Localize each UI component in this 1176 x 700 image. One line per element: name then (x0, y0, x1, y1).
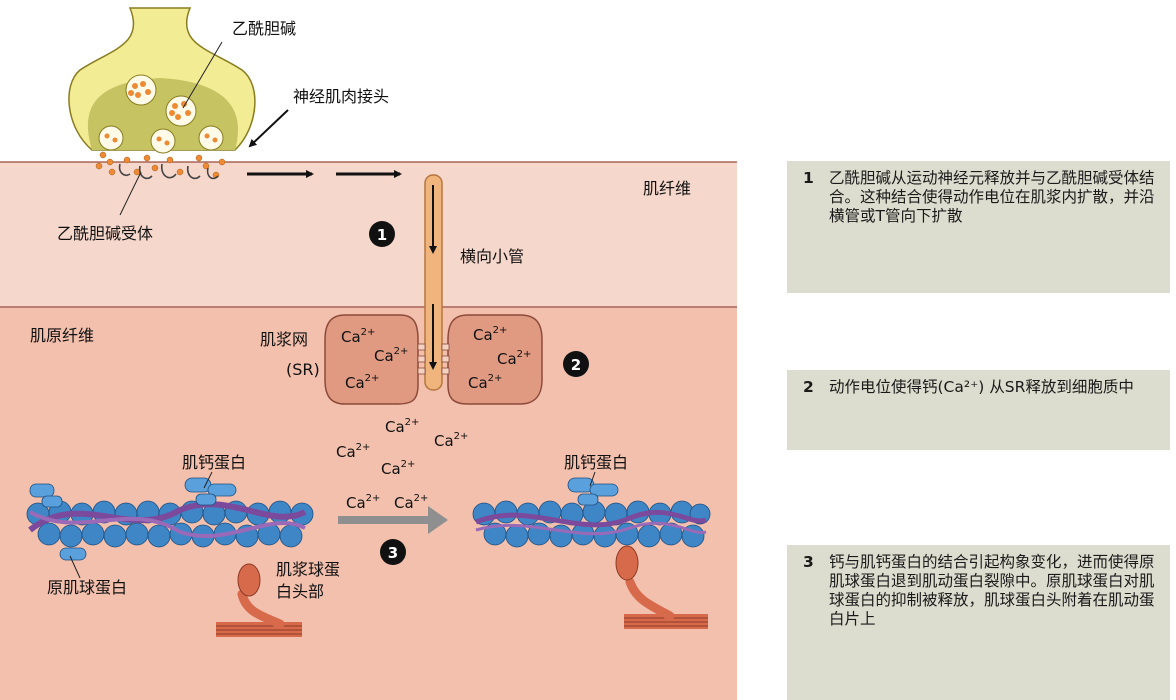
calcium-charge: 2+ (365, 373, 380, 384)
nerve-terminal (68, 7, 256, 154)
label-sr-name: 肌浆网 (260, 330, 308, 349)
troponin-right-leader-line (589, 471, 596, 487)
step-1-box: 1 乙酰胆碱从运动神经元释放并与乙酰胆碱受体结合。这种结合使得动作电位在肌浆内扩… (787, 161, 1170, 293)
step-2-number: 2 (803, 378, 814, 396)
calcium-charge: 2+ (361, 327, 376, 338)
thin-filament-left (26, 477, 314, 561)
step-marker-2-number: 2 (571, 356, 581, 374)
t-tubule (424, 174, 443, 391)
calcium-charge: 2+ (356, 442, 371, 453)
step-3-number: 3 (803, 553, 814, 571)
step-1-text: 乙酰胆碱从运动神经元释放并与乙酰胆碱受体结合。这种结合使得动作电位在肌浆内扩散，… (829, 169, 1155, 225)
step-3-text: 钙与肌钙蛋白的结合引起构象变化，进而使得原肌球蛋白退到肌动蛋白裂隙中。原肌球蛋白… (829, 553, 1155, 628)
label-muscle-fiber: 肌纤维 (643, 179, 691, 198)
sarcoplasmic-reticulum (324, 314, 543, 405)
myosin-left (216, 563, 302, 637)
label-tropomyosin: 原肌球蛋白 (47, 578, 127, 597)
calcium-charge: 2+ (414, 493, 429, 504)
label-troponin-left: 肌钙蛋白 (182, 453, 246, 472)
myosin-right (615, 545, 708, 629)
junction-pointer-arrow (248, 109, 289, 148)
label-myosin-head-line2: 白头部 (276, 582, 324, 601)
label-myosin-head-line1: 肌浆球蛋 (276, 560, 340, 579)
synaptic-vesicle (125, 74, 157, 106)
step-marker-3: 3 (380, 539, 406, 565)
step-1-number: 1 (803, 169, 814, 187)
label-t-tubule: 横向小管 (460, 247, 524, 266)
acetylcholine-leader-line (182, 41, 223, 109)
calcium-charge: 2+ (366, 493, 381, 504)
label-myofibril: 肌原纤维 (30, 326, 94, 345)
calcium-charge: 2+ (488, 373, 503, 384)
tropomyosin-leader-line (69, 555, 81, 579)
step-marker-2: 2 (563, 351, 589, 377)
label-neuromuscular-junction: 神经肌肉接头 (293, 87, 389, 106)
calcium-ions: Ca2+Ca2+Ca2+Ca2+Ca2+Ca2+Ca2+Ca2+Ca2+Ca2+… (336, 325, 531, 512)
synaptic-vesicle (198, 125, 224, 151)
step-2-box: 2 动作电位使得钙(Ca²⁺) 从SR释放到细胞质中 (787, 370, 1170, 450)
calcium-charge: 2+ (493, 325, 508, 336)
troponin-left-leader-line (203, 471, 213, 489)
step-marker-1-number: 1 (377, 226, 387, 244)
receptor-leader-line (119, 171, 142, 216)
step-2-text: 动作电位使得钙(Ca²⁺) 从SR释放到细胞质中 (829, 378, 1134, 396)
synaptic-vesicle (98, 125, 124, 151)
label-troponin-right: 肌钙蛋白 (564, 453, 628, 472)
label-acetylcholine: 乙酰胆碱 (232, 19, 296, 38)
released-acetylcholine (95, 151, 226, 179)
step-marker-1: 1 (369, 221, 395, 247)
synaptic-vesicle (165, 95, 197, 127)
thin-filament-right (472, 477, 711, 548)
acetylcholine-receptors (118, 163, 219, 180)
calcium-charge: 2+ (394, 346, 409, 357)
label-ach-receptor: 乙酰胆碱受体 (57, 224, 153, 243)
conformational-change-arrow (338, 506, 448, 534)
calcium-charge: 2+ (405, 417, 420, 428)
step-marker-3-number: 3 (388, 544, 398, 562)
step-3-box: 3 钙与肌钙蛋白的结合引起构象变化，进而使得原肌球蛋白退到肌动蛋白裂隙中。原肌球… (787, 545, 1170, 700)
muscle-fiber-region (0, 162, 737, 308)
calcium-charge: 2+ (401, 459, 416, 470)
synaptic-vesicle (150, 128, 176, 154)
calcium-charge: 2+ (517, 349, 532, 360)
calcium-charge: 2+ (454, 431, 469, 442)
label-sr-abbr: (SR) (286, 360, 320, 379)
